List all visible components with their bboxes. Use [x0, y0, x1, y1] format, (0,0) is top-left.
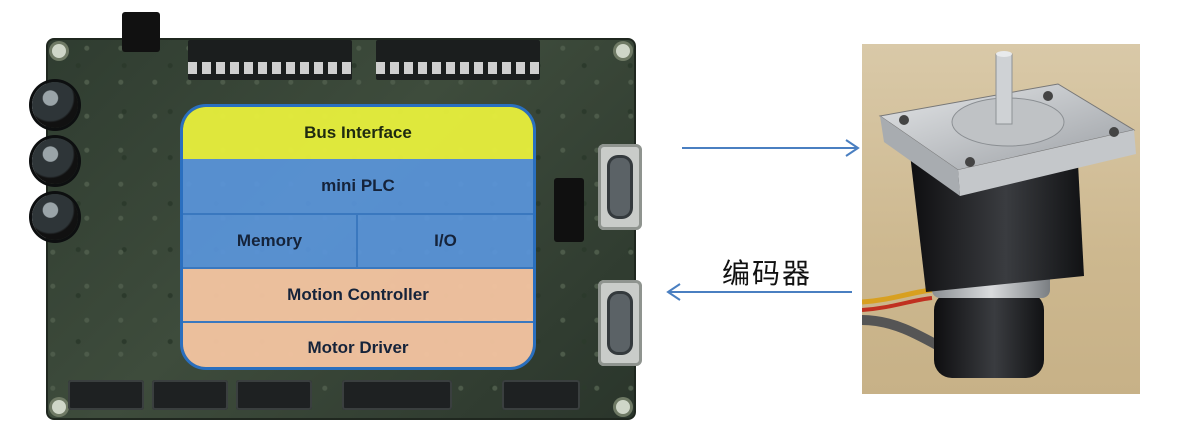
motor-wires-red	[862, 296, 933, 312]
terminal-block	[376, 40, 540, 80]
encoder-arrowhead	[666, 283, 681, 301]
capacitor	[32, 82, 78, 128]
db9-connector	[598, 280, 642, 366]
motor-drawing	[862, 51, 1136, 378]
bus-interface-layer: Bus Interface	[183, 107, 533, 159]
bus-interface-label: Bus Interface	[304, 123, 412, 142]
motor-flange-side	[880, 116, 960, 196]
encoder-label: 编码器	[722, 257, 813, 290]
terminal-block	[188, 40, 352, 80]
ribbon-header	[152, 380, 228, 410]
motor-shaft-tip	[996, 51, 1012, 57]
flange-hole	[1043, 91, 1053, 101]
memory-layer: Memory	[183, 213, 358, 267]
motor-driver-label: Motor Driver	[307, 338, 409, 357]
ribbon-header	[502, 380, 580, 410]
memory-label: Memory	[236, 231, 303, 250]
motor-shaft	[995, 53, 1013, 125]
mini-plc-label: mini PLC	[321, 176, 395, 195]
mounting-hole	[52, 44, 66, 58]
io-label: I/O	[434, 231, 457, 250]
firmware-block-diagram: Bus Interface mini PLC Memory I/O Motion…	[180, 104, 536, 370]
flange-hole	[899, 115, 909, 125]
ribbon-header	[68, 380, 144, 410]
flange-hole	[965, 157, 975, 167]
encoder-body	[934, 292, 1044, 378]
motion-controller-label: Motion Controller	[287, 285, 429, 304]
io-layer: I/O	[358, 213, 533, 267]
ribbon-header	[342, 380, 452, 410]
mounting-hole	[52, 400, 66, 414]
capacitor	[32, 194, 78, 240]
control-arrowhead	[845, 139, 860, 157]
stepper-motor-photo	[862, 44, 1140, 394]
mini-plc-layer: mini PLC	[183, 159, 533, 213]
db9-connector	[598, 144, 642, 230]
motor-flange-front	[958, 130, 1136, 196]
header-connector	[554, 178, 584, 242]
mounting-hole	[616, 400, 630, 414]
motion-controller-layer: Motion Controller	[183, 267, 533, 321]
mounting-hole	[616, 44, 630, 58]
power-terminal	[122, 12, 160, 52]
capacitor	[32, 138, 78, 184]
flange-hole	[1109, 127, 1119, 137]
ribbon-header	[236, 380, 312, 410]
motor-driver-layer: Motor Driver	[183, 321, 533, 367]
